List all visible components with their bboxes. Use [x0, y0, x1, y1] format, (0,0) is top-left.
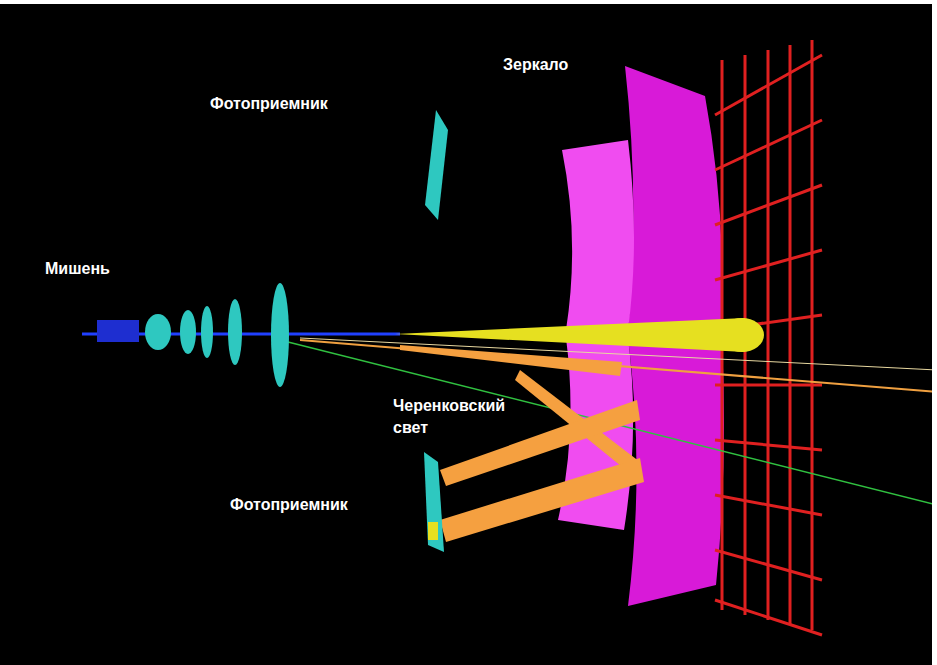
- part-label: Мишень: [45, 258, 110, 280]
- silicon-detectors: [145, 283, 289, 387]
- particle-track: [300, 340, 932, 392]
- cherenkov-cone: [395, 318, 745, 352]
- target: [97, 320, 139, 342]
- mirror-back-bottom: [628, 338, 724, 606]
- part-label: Фотоприемник: [230, 494, 348, 516]
- detector-illustration: [0, 4, 932, 665]
- background: ЗеркалоФотоприемникМишеньЧеренковский св…: [0, 4, 932, 665]
- tracking-grid: [715, 40, 822, 635]
- mirror-front-top: [562, 140, 634, 330]
- cherenkov-cone: [720, 318, 764, 352]
- mirror-back-top: [625, 66, 723, 330]
- photodetector: [425, 110, 448, 220]
- part-label: Черенковский свет: [393, 395, 533, 439]
- light-spot: [428, 522, 438, 540]
- photodetector: [424, 452, 444, 552]
- part-label: Зеркало: [503, 54, 568, 76]
- part-label: Фотоприемник: [210, 93, 328, 115]
